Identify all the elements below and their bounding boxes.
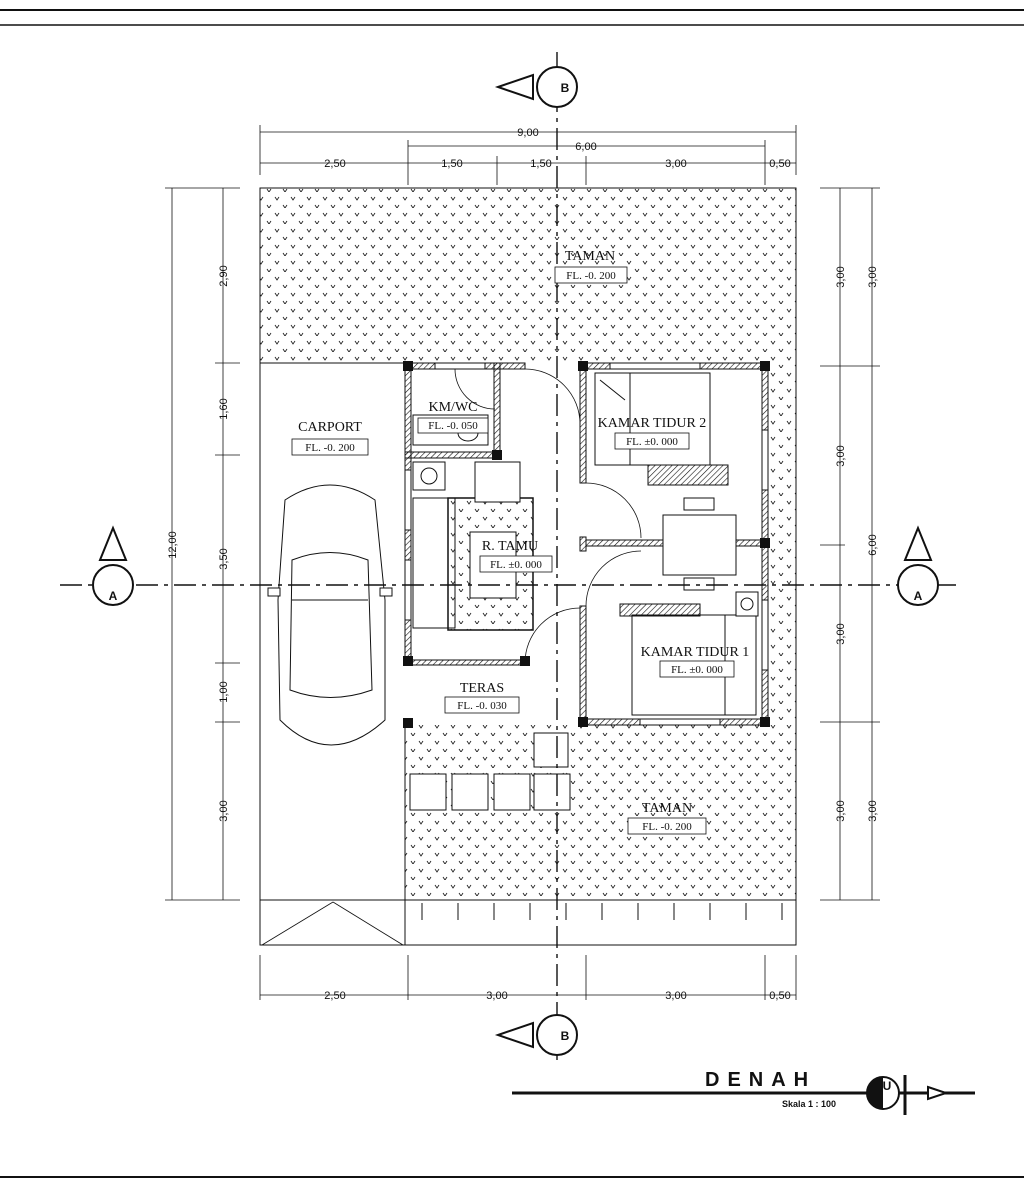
site-outline [259,187,797,946]
room-name-rtamu: R. TAMU [482,539,538,554]
garden-bottom-area [405,725,796,900]
dim-left-seg: 3,00 [218,800,230,821]
dim-bottom-seg: 3,00 [665,990,686,1002]
dim-top-seg: 0,50 [769,158,790,170]
windows [404,362,769,726]
fence-posts [421,903,783,920]
garden-right-strip [768,363,796,723]
dim-left-total: 12,00 [167,531,179,559]
dimension-lines [165,125,880,1000]
room-level-kamar2: FL. ±0. 000 [626,436,678,448]
section-lines [60,52,960,1060]
dim-right-outer: 6,00 [867,534,879,555]
dim-bottom-seg: 2,50 [324,990,345,1002]
stove [735,591,759,617]
room-name-carport: CARPORT [298,420,362,435]
dim-right-inner: 3,00 [835,266,847,287]
north-label: U [883,1079,892,1093]
dim-bottom-seg: 0,50 [769,990,790,1002]
drawing-title: DENAH [705,1069,816,1091]
room-name-taman-top: TAMAN [565,249,615,264]
room-level-rtamu: FL. ±0. 000 [490,559,542,571]
dim-right-inner: 3,00 [835,800,847,821]
carport-gate [261,901,404,946]
dim-top-seg: 1,50 [441,158,462,170]
section-marker-a-right: A [897,525,939,606]
car-outline [267,484,393,746]
dim-top-seg: 1,50 [530,158,551,170]
room-name-kamar1: KAMAR TIDUR 1 [641,645,750,660]
sheet-frame [0,9,1024,1178]
columns [403,361,770,728]
room-name-kamar2: KAMAR TIDUR 2 [598,416,707,431]
section-a-label: A [914,589,923,603]
bed-2 [594,372,711,466]
dim-left-seg: 1,60 [218,398,230,419]
dim-right-outer: 3,00 [867,266,879,287]
section-marker-b-bottom: B [494,1014,578,1056]
room-name-teras: TERAS [460,681,504,696]
garden-top-area [260,188,796,363]
section-marker-a-left: A [92,525,134,606]
section-b-label: B [561,81,570,95]
dim-left-seg: 3,50 [218,548,230,569]
dim-top-sub: 6,00 [575,141,596,153]
section-a-label: A [109,589,118,603]
room-level-taman-top: FL. -0. 200 [566,270,616,282]
dim-right-inner: 3,00 [835,623,847,644]
door-swings [454,368,642,664]
stepping-stones [409,732,571,811]
dim-top-seg: 2,50 [324,158,345,170]
dim-right-inner: 3,00 [835,445,847,466]
dim-left-seg: 2,90 [218,265,230,286]
dining-table [662,514,737,576]
dim-top-total: 9,00 [517,127,538,139]
dimension-labels: 9,00 6,00 2,50 1,50 1,50 3,00 0,50 2,50 … [167,127,879,1002]
garden-areas [260,188,796,900]
room-level-teras: FL. -0. 030 [457,700,507,712]
room-labels: TAMAN FL. -0. 200 CARPORT FL. -0. 200 KM… [291,249,750,835]
room-name-kmwc: KM/WC [429,400,478,415]
room-level-carport: FL. -0. 200 [305,442,355,454]
dim-right-outer: 3,00 [867,800,879,821]
drawing-scale: Skala 1 : 100 [782,1099,836,1109]
room-name-taman-bottom: TAMAN [642,801,692,816]
section-marker-b-top: B [494,66,578,108]
room-level-taman-bottom: FL. -0. 200 [642,821,692,833]
section-b-label: B [561,1029,570,1043]
dim-left-seg: 1,00 [218,681,230,702]
room-level-kmwc: FL. -0. 050 [428,420,478,432]
title-block: DENAH Skala 1 : 100 U [512,1069,975,1115]
dim-bottom-seg: 3,00 [486,990,507,1002]
dim-top-seg: 3,00 [665,158,686,170]
room-level-kamar1: FL. ±0. 000 [671,664,723,676]
